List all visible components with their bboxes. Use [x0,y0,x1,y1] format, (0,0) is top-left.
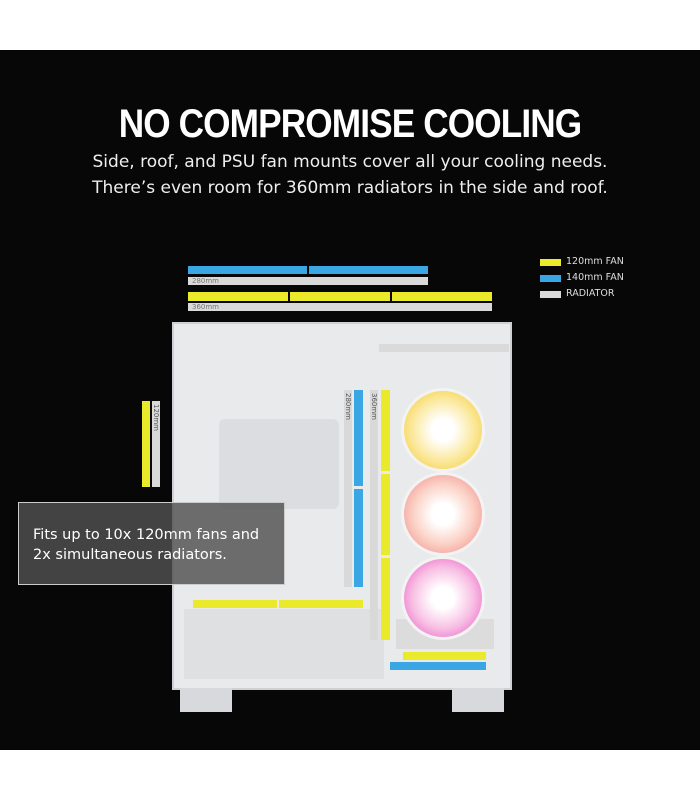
subtitle-line-2: There’s even room for 360mm radiators in… [92,178,608,198]
rgb-fan [401,472,485,556]
bottom-140-fan [390,662,486,670]
top-120-fan [290,292,390,301]
top-360-radiator: 360mm [188,303,492,311]
rear-120-fan [142,401,150,487]
psu-shroud [184,609,384,679]
foot-left [180,688,232,712]
psu-120-fan [279,600,363,608]
motherboard-tray-cutout [219,419,339,509]
rgb-fan [401,388,485,472]
side-140-fan [354,489,363,587]
fan-hub-icon [434,589,452,607]
top-panel-edge [379,344,509,352]
legend-swatch-140 [540,275,561,282]
subtitle-line-1: Side, roof, and PSU fan mounts cover all… [92,152,608,172]
rear-120-radiator: 120mm [152,401,160,487]
side-360-radiator: 360mm [370,390,378,640]
top-280-radiator: 280mm [188,277,428,285]
psu-120-fan [193,600,277,608]
foot-right [452,688,504,712]
legend-label-140: 140mm FAN [566,272,624,283]
legend-swatch-120 [540,259,561,266]
callout-box: Fits up to 10x 120mm fans and 2x simulta… [18,502,285,585]
side-120-fan [381,558,390,640]
legend-swatch-radiator [540,291,561,298]
top-120-fan [392,292,492,301]
bottom-120-fan [403,652,486,660]
side-280-radiator: 280mm [344,390,352,587]
top-120-fan [188,292,288,301]
legend-label-120: 120mm FAN [566,256,624,267]
side-120-fan [381,390,390,471]
legend-label-radiator: RADIATOR [566,288,615,299]
rgb-fan [401,556,485,640]
headline: NO COMPROMISE COOLING [118,102,582,146]
side-140-fan [354,390,363,486]
top-140-fan [309,266,428,274]
fan-hub-icon [434,505,452,523]
side-120-fan [381,474,390,555]
top-140-fan [188,266,307,274]
fan-hub-icon [434,421,452,439]
